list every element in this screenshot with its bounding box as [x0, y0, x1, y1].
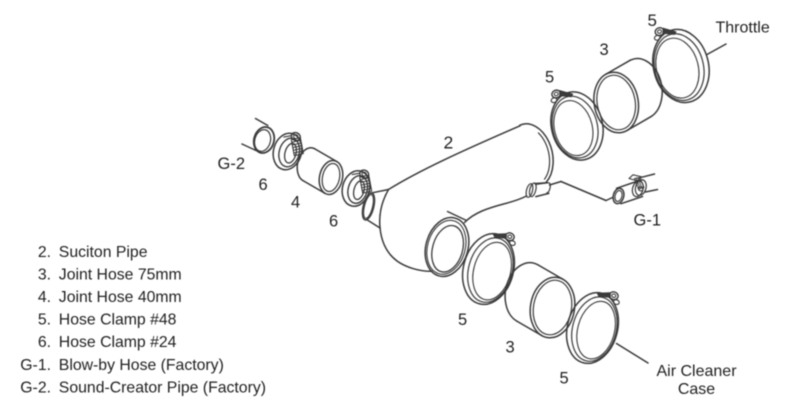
svg-text:Blow-by Hose (Factory): Blow-by Hose (Factory)	[59, 357, 224, 374]
svg-text:Suciton Pipe: Suciton Pipe	[59, 244, 148, 261]
svg-text:Joint Hose 40mm: Joint Hose 40mm	[59, 289, 182, 306]
svg-text:6.: 6.	[38, 334, 51, 351]
svg-text:6: 6	[329, 213, 338, 231]
svg-text:2.: 2.	[38, 244, 51, 261]
svg-text:Hose Clamp #48: Hose Clamp #48	[59, 312, 177, 329]
svg-text:3: 3	[600, 41, 609, 59]
svg-text:4.: 4.	[38, 289, 51, 306]
svg-text:G-1: G-1	[634, 212, 662, 230]
svg-text:G-1.: G-1.	[20, 357, 51, 374]
svg-text:Case: Case	[678, 381, 715, 398]
svg-text:Sound-Creator Pipe (Factory): Sound-Creator Pipe (Factory)	[59, 379, 266, 396]
svg-text:3.: 3.	[38, 266, 51, 283]
svg-text:G-2: G-2	[218, 155, 246, 173]
svg-text:6: 6	[259, 176, 268, 194]
svg-text:2: 2	[444, 133, 454, 153]
svg-text:Hose Clamp #24: Hose Clamp #24	[59, 334, 177, 351]
svg-text:G-2.: G-2.	[20, 379, 51, 396]
svg-text:Joint Hose 75mm: Joint Hose 75mm	[59, 266, 182, 283]
svg-text:5: 5	[458, 311, 467, 329]
svg-text:4: 4	[291, 194, 300, 212]
svg-text:Air Cleaner: Air Cleaner	[656, 363, 737, 380]
svg-text:5: 5	[560, 370, 569, 388]
svg-text:Throttle: Throttle	[716, 20, 770, 37]
svg-text:5: 5	[545, 69, 554, 87]
svg-text:5.: 5.	[38, 312, 51, 329]
svg-text:3: 3	[506, 339, 515, 357]
svg-text:5: 5	[648, 11, 657, 30]
